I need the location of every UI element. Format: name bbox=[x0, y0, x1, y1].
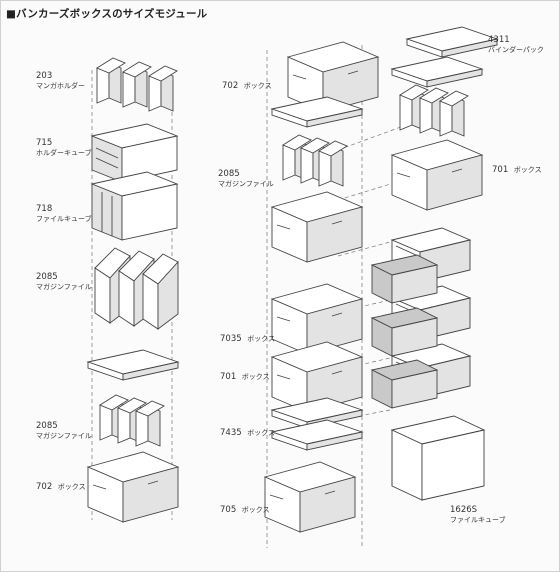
label-7035-name: ボックス bbox=[247, 335, 275, 343]
label-702-center-name: ボックス bbox=[243, 82, 272, 90]
label-705-code: 705 bbox=[220, 505, 237, 515]
label-2085-center-name: マガジンファイル bbox=[218, 179, 274, 188]
label-702-left-name: ボックス bbox=[57, 483, 86, 491]
label-715: 715 ホルダーキューブ bbox=[36, 138, 92, 158]
label-7035: 7035 ボックス bbox=[220, 334, 275, 345]
label-7435-code: 7435 bbox=[220, 428, 242, 438]
label-718-name: ファイルキューブ bbox=[36, 214, 92, 223]
label-2085-center: 2085 マガジンファイル bbox=[218, 169, 274, 189]
label-701-right-code: 701 bbox=[492, 165, 509, 175]
label-701-right-name: ボックス bbox=[513, 166, 542, 174]
label-2085-left-name: マガジンファイル bbox=[36, 282, 92, 291]
label-715-name: ホルダーキューブ bbox=[36, 148, 92, 157]
label-203-code: 203 bbox=[36, 71, 53, 81]
label-702-center: 702 ボックス bbox=[222, 81, 272, 92]
label-2085-lower: 2085 マガジンファイル bbox=[36, 421, 92, 441]
label-2085-left: 2085 マガジンファイル bbox=[36, 272, 92, 292]
label-203: 203 マンガホルダー bbox=[36, 71, 85, 91]
label-4311-name: バインダーパック bbox=[488, 45, 544, 54]
label-2085-left-code: 2085 bbox=[36, 272, 58, 282]
label-2085-center-code: 2085 bbox=[218, 169, 240, 179]
label-1626s-name: ファイルキューブ bbox=[450, 515, 506, 524]
label-715-code: 715 bbox=[36, 138, 53, 148]
label-702-center-code: 702 bbox=[222, 81, 239, 91]
label-7435-name: ボックス bbox=[247, 429, 275, 437]
label-1626s: 1626S ファイルキューブ bbox=[450, 505, 506, 525]
label-702-left: 702 ボックス bbox=[36, 482, 86, 493]
label-7435: 7435 ボックス bbox=[220, 428, 275, 439]
label-1626s-code: 1626S bbox=[450, 505, 478, 515]
label-705-name: ボックス bbox=[241, 506, 270, 514]
label-701-center: 701 ボックス bbox=[220, 372, 270, 383]
page-title: ■バンカーズボックスのサイズモジュール bbox=[6, 8, 208, 20]
label-7035-code: 7035 bbox=[220, 334, 242, 344]
label-4311: 4311 バインダーパック bbox=[488, 35, 544, 55]
label-701-center-code: 701 bbox=[220, 372, 237, 382]
label-203-name: マンガホルダー bbox=[36, 81, 85, 90]
label-702-left-code: 702 bbox=[36, 482, 53, 492]
label-2085-lower-name: マガジンファイル bbox=[36, 431, 92, 440]
label-2085-lower-code: 2085 bbox=[36, 421, 58, 431]
label-701-center-name: ボックス bbox=[241, 373, 270, 381]
label-4311-code: 4311 bbox=[488, 35, 510, 45]
label-718-code: 718 bbox=[36, 204, 53, 214]
label-701-right: 701 ボックス bbox=[492, 165, 542, 176]
label-718: 718 ファイルキューブ bbox=[36, 204, 92, 224]
label-705: 705 ボックス bbox=[220, 505, 270, 516]
